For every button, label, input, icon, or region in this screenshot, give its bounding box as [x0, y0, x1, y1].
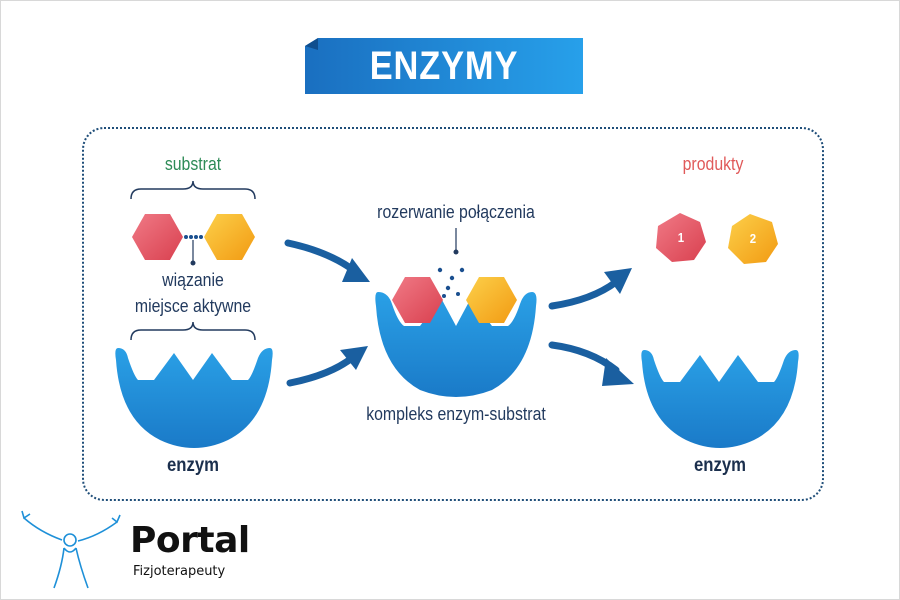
substrate-bracket — [130, 180, 256, 200]
arrow-head-2 — [340, 346, 368, 370]
product-1-heptagon — [656, 213, 706, 262]
product-1-number: 1 — [677, 230, 685, 245]
title-banner — [305, 38, 583, 94]
enzyme-left-label: enzym — [166, 455, 220, 476]
arrow-head-1 — [342, 258, 370, 282]
product-2-heptagon — [728, 214, 778, 264]
title-banner-fold — [305, 38, 318, 50]
arrow-head-4 — [602, 358, 634, 386]
arrow-enzyme-to-complex — [286, 354, 356, 387]
enzyme-right-label: enzym — [693, 455, 747, 476]
logo-name: Portal — [130, 520, 250, 561]
complex-red-hexagon — [392, 277, 443, 323]
substrate-yellow-hexagon — [204, 214, 255, 260]
product-2-number: 2 — [749, 231, 757, 246]
arrow-head-3 — [604, 268, 632, 294]
complex-label: kompleks enzym-substrat — [366, 404, 546, 424]
products-label: produkty — [682, 154, 744, 174]
bond-label: wiązanie — [162, 270, 224, 290]
enzyme-right-shape — [641, 350, 799, 448]
bond-pointer-dot — [190, 260, 196, 266]
substrate-red-hexagon — [132, 214, 183, 260]
page-title: ENZYMY — [369, 43, 519, 88]
bond-break-pointer-dot — [453, 249, 459, 255]
enzyme-left-shape — [115, 348, 273, 448]
arrow-complex-to-products — [548, 278, 620, 310]
active-site-bracket — [130, 321, 256, 341]
logo-tagline: Fizjoterapeuty — [133, 564, 226, 579]
person-arms-up-logo-icon — [21, 510, 121, 589]
substrate-label: substrat — [164, 154, 222, 174]
scattered-bond-dots — [437, 267, 465, 298]
arrow-substrate-to-complex — [284, 239, 360, 276]
active-site-label: miejsce aktywne — [134, 296, 252, 316]
complex-yellow-hexagon — [466, 277, 517, 323]
diagram-panel — [82, 127, 824, 501]
bond-break-label: rozerwanie połączenia — [377, 202, 535, 222]
complex-enzyme-shape — [375, 292, 537, 397]
bond-dots — [184, 235, 203, 239]
